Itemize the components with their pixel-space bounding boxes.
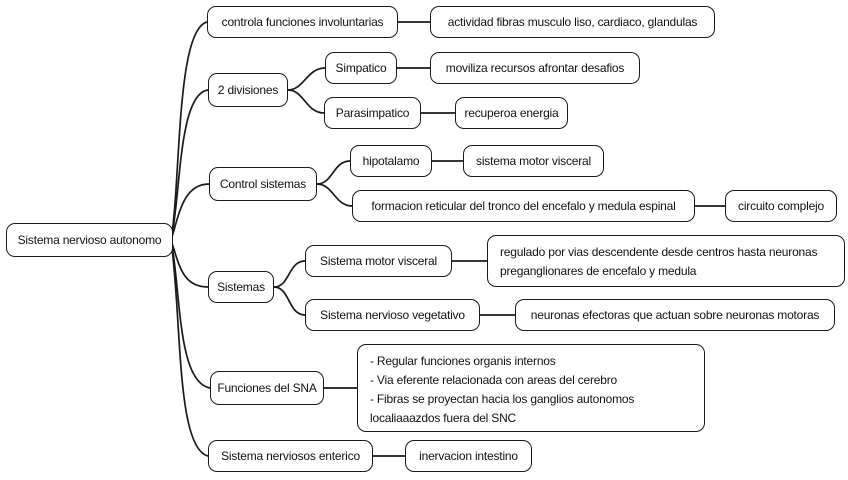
connector: [170, 21, 208, 241]
connector: [273, 260, 306, 288]
connector: [170, 89, 209, 241]
connector: [170, 239, 209, 288]
node-hipotalamo[interactable]: hipotalamo: [350, 145, 432, 177]
connector: [170, 239, 209, 457]
leaf-neuronas-efectoras[interactable]: neuronas efectoras que actuan sobre neur…: [515, 299, 835, 331]
node-sistema-motor-visceral[interactable]: Sistema motor visceral: [305, 245, 452, 277]
connector: [273, 286, 306, 316]
leaf-circuito-complejo[interactable]: circuito complejo: [725, 190, 837, 222]
leaf-regulado-por-vias[interactable]: regulado por vias descendente desde cent…: [487, 235, 845, 287]
leaf-actividad-fibras[interactable]: actividad fibras musculo liso, cardiaco,…: [430, 6, 715, 38]
leaf-funciones-lista[interactable]: - Regular funciones organis internos - V…: [357, 344, 705, 432]
node-formacion-reticular[interactable]: formacion reticular del tronco del encef…: [352, 190, 695, 222]
branch-2-divisiones[interactable]: 2 divisiones: [208, 73, 288, 107]
node-parasimpatico[interactable]: Parasimpatico: [324, 97, 421, 129]
node-simpatico[interactable]: Simpatico: [325, 52, 397, 84]
node-root[interactable]: Sistema nervioso autonomo: [6, 223, 173, 257]
leaf-moviliza-recursos[interactable]: moviliza recursos afrontar desafios: [430, 52, 640, 84]
branch-controla-funciones[interactable]: controla funciones involuntarias: [207, 6, 398, 38]
connector: [170, 183, 210, 241]
branch-sistemas[interactable]: Sistemas: [208, 271, 274, 303]
leaf-sistema-motor-visceral[interactable]: sistema motor visceral: [463, 145, 604, 177]
connector: [316, 183, 353, 207]
connector: [287, 67, 326, 91]
leaf-recuperoa-energia[interactable]: recuperoa energia: [455, 97, 568, 129]
connector: [316, 160, 351, 185]
branch-funciones-sna[interactable]: Funciones del SNA: [210, 371, 324, 405]
node-sistema-nervioso-vegetativo[interactable]: Sistema nervioso vegetativo: [305, 299, 480, 331]
branch-sistema-enterico[interactable]: Sistema nerviosos enterico: [208, 440, 373, 472]
leaf-inervacion-intestino[interactable]: inervacion intestino: [405, 440, 532, 472]
branch-control-sistemas[interactable]: Control sistemas: [209, 167, 317, 201]
connector: [287, 89, 325, 114]
